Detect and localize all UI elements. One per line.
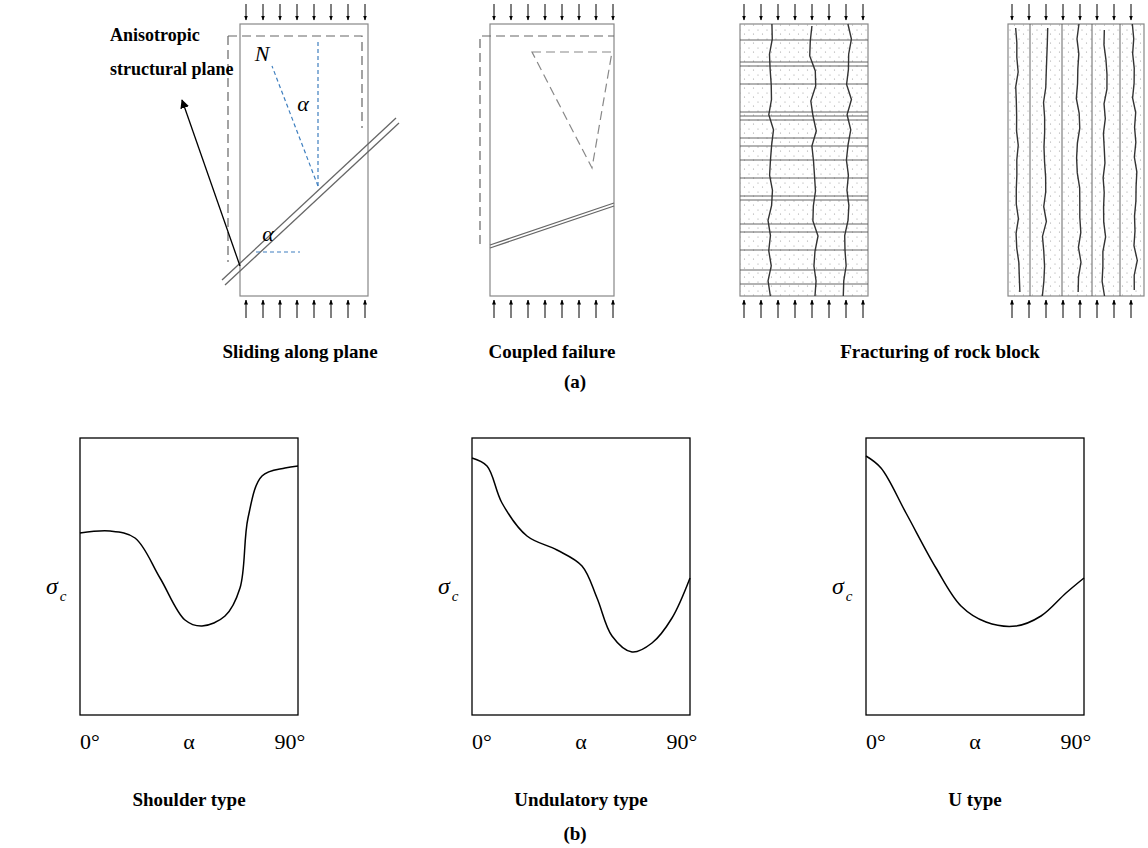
load-arrows [246,4,1131,318]
failure-caption: Sliding along plane [222,342,377,363]
axis-symbol: α [575,730,587,754]
tick-label: 0° [472,730,492,754]
axis-symbol: σ [46,573,58,599]
tick-label: 0° [80,730,100,754]
specimen-coupled [480,24,614,296]
axis-subscript: c [60,588,67,605]
angle-symbol: α [262,222,274,246]
axis-symbol: α [969,730,981,754]
curve-type-caption: Undulatory type [514,790,648,811]
normal-symbol: N [255,42,270,66]
strength-charts [80,438,1084,715]
failure-caption: Fracturing of rock block [840,342,1040,363]
tick-label: 0° [866,730,886,754]
pointer-label: Anisotropic structural plane [110,18,260,86]
axis-symbol: σ [832,573,844,599]
curve-type-caption: Shoulder type [132,790,245,811]
axis-symbol: α [183,730,195,754]
specimen-bedded [740,24,868,296]
curve-type-caption: U type [948,790,1001,811]
angle-symbol: α [297,92,309,116]
specimen-foliated [1008,24,1144,296]
panel-letter: (b) [563,824,586,845]
failure-caption: Coupled failure [489,342,616,363]
tick-label: 90° [275,730,306,754]
tick-label: 90° [1061,730,1092,754]
axis-symbol: σ [438,573,450,599]
panel-letter: (a) [564,372,586,393]
axis-subscript: c [846,588,853,605]
axis-subscript: c [452,588,459,605]
tick-label: 90° [667,730,698,754]
